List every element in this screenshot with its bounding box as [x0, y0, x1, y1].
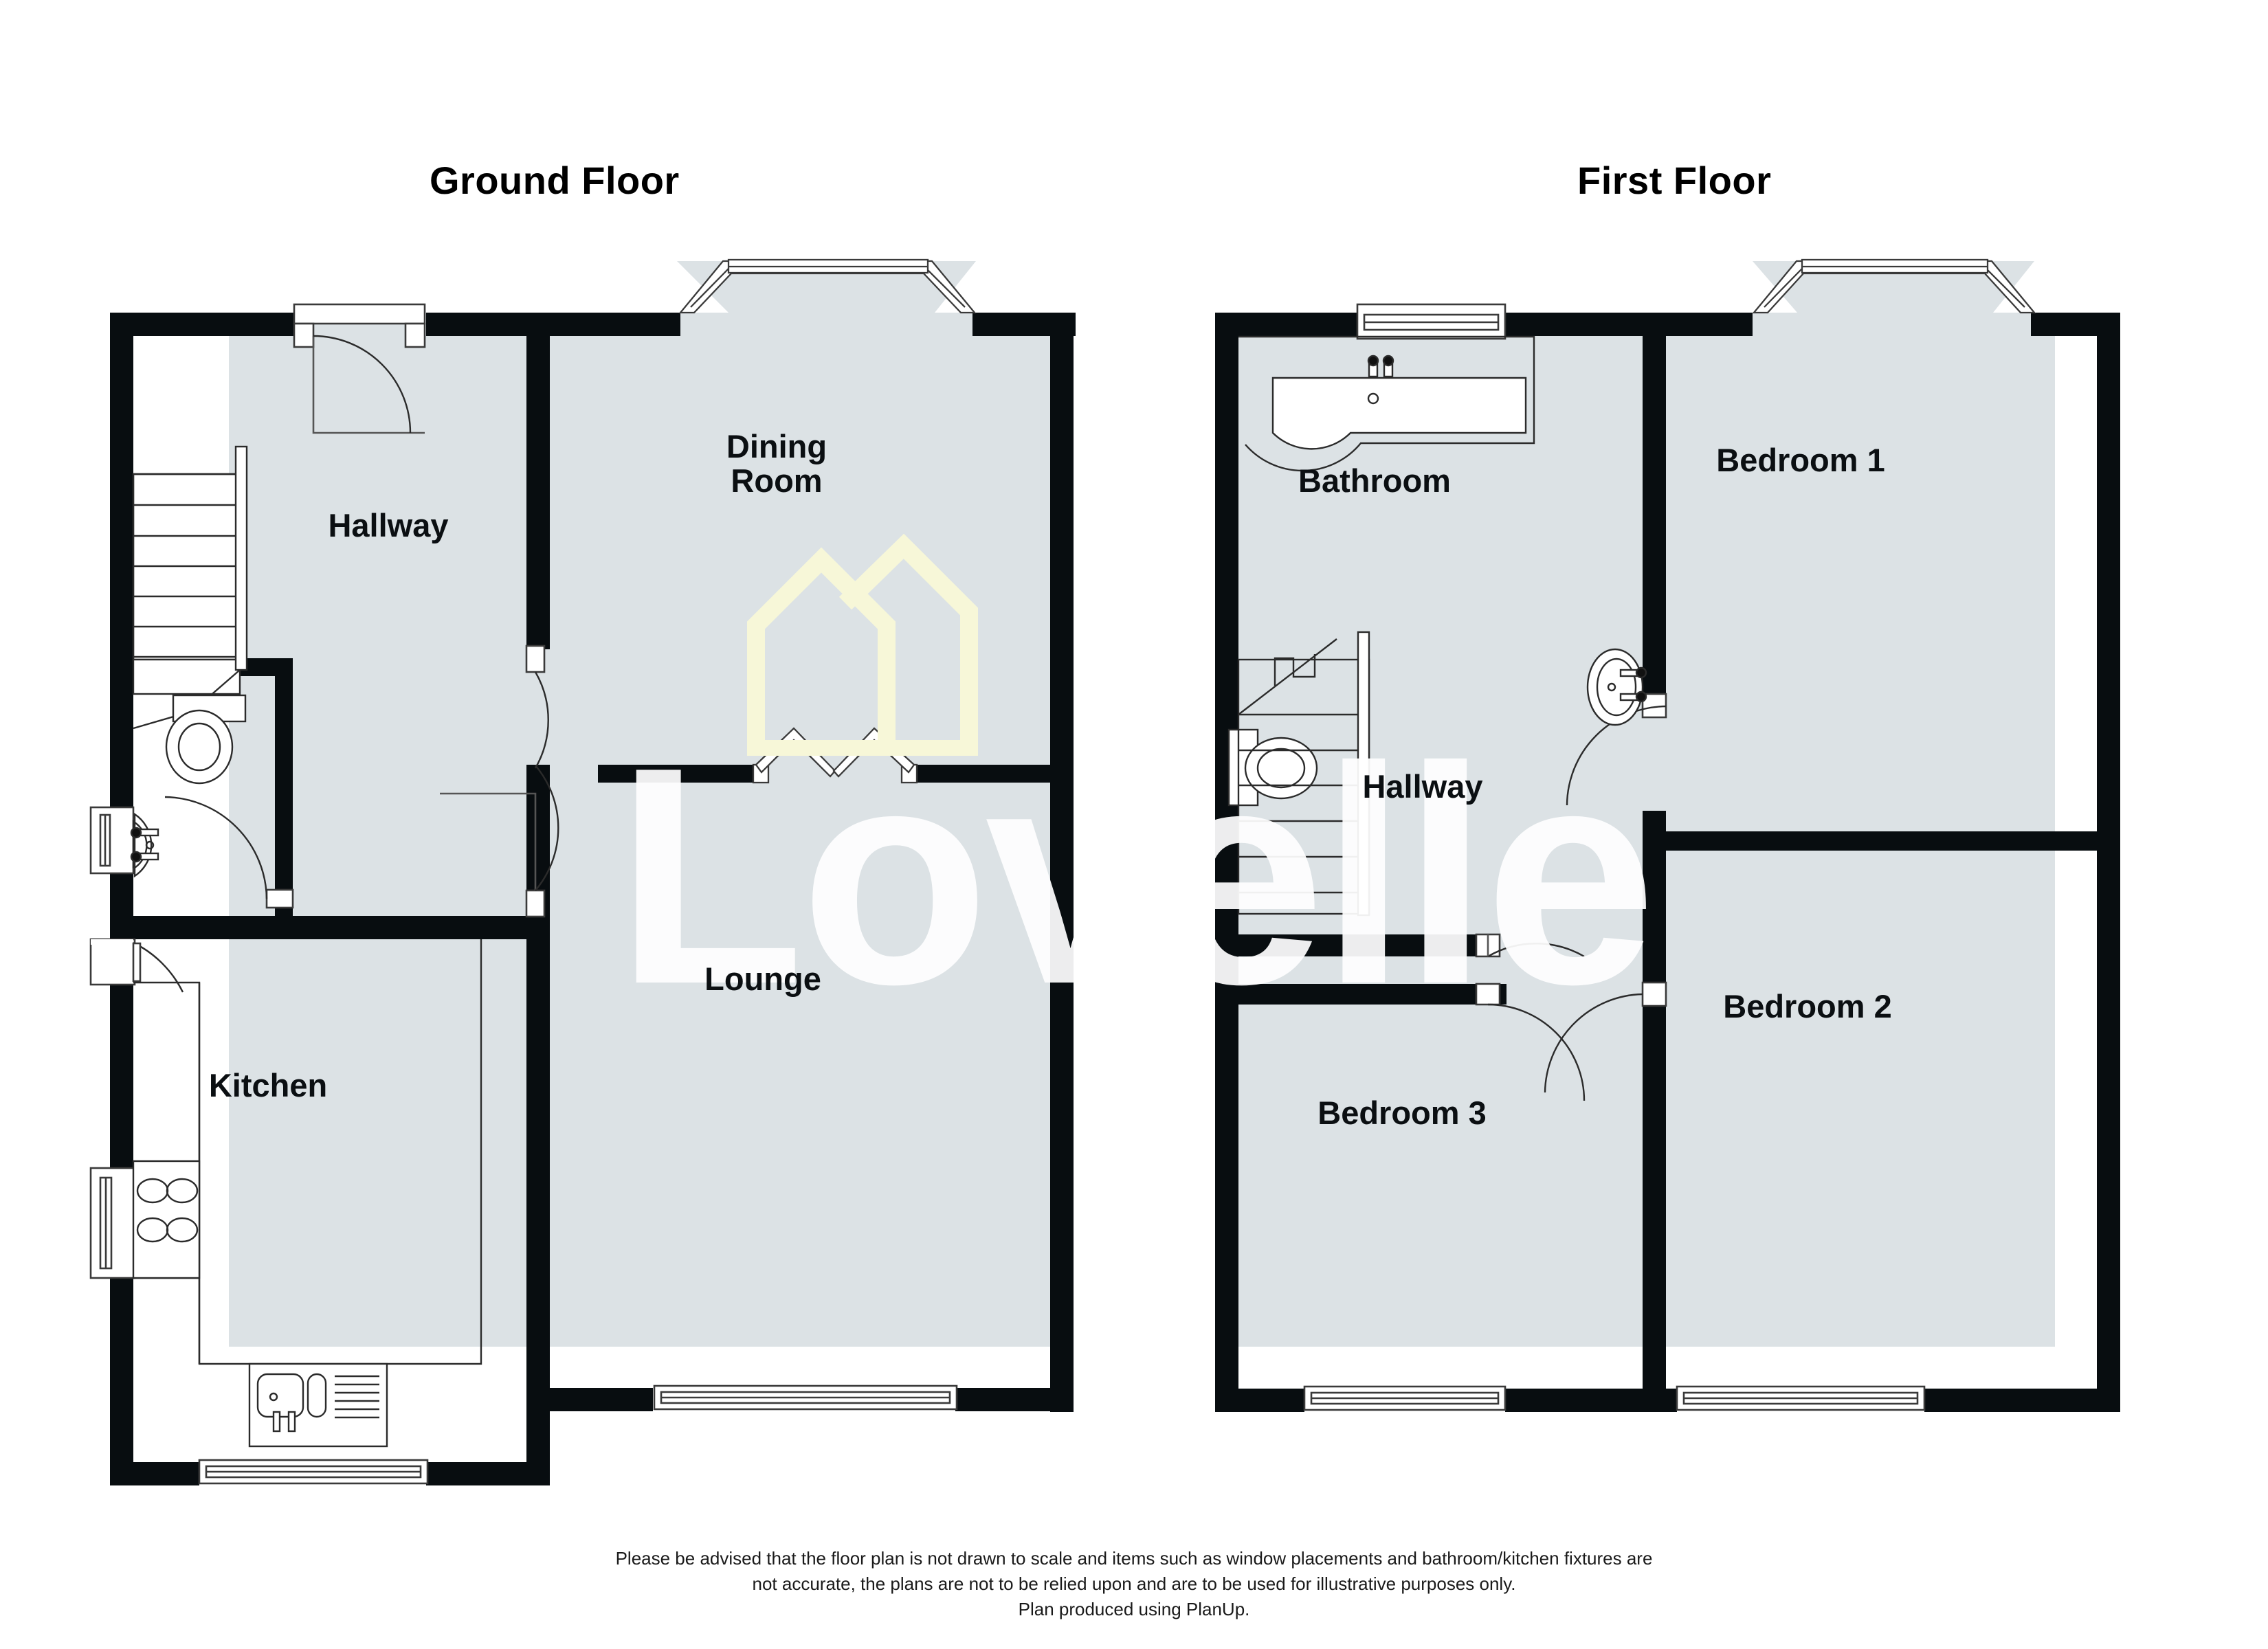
bathroom-basin — [1586, 648, 1647, 726]
room-label-bathroom: Bathroom — [1298, 462, 1451, 499]
staircase-first — [1237, 631, 1370, 917]
room-label-kitchen: Kitchen — [208, 1067, 328, 1103]
bath — [1238, 335, 1535, 472]
kitchen-sink — [248, 1362, 388, 1448]
room-label-bedroom-1: Bedroom 1 — [1716, 442, 1885, 478]
first-outer-walls — [1215, 313, 2120, 1412]
room-label-lounge: Lounge — [704, 961, 821, 997]
ground-openings — [89, 258, 977, 1485]
first-floor-title: First Floor — [1577, 159, 1772, 202]
kitchen-hob — [132, 1160, 201, 1279]
first-floor-group — [1215, 258, 2120, 1412]
room-label-bedroom-2: Bedroom 2 — [1723, 988, 1892, 1024]
room-label-hallway-ground: Hallway — [328, 507, 449, 543]
room-label-dining-line2: Room — [731, 462, 823, 500]
first-fixtures — [1227, 335, 1647, 917]
ground-floor-title: Ground Floor — [430, 159, 680, 202]
first-openings — [1303, 258, 2036, 1411]
disclaimer-footer: Please be advised that the floor plan is… — [0, 1546, 2268, 1622]
disclaimer-line-1: Please be advised that the floor plan is… — [615, 1548, 1653, 1569]
room-label-dining-line1: Dining — [726, 428, 827, 464]
ground-floor-group — [89, 258, 1076, 1485]
disclaimer-line-3: Plan produced using PlanUp. — [1018, 1598, 1250, 1619]
staircase-ground — [132, 445, 248, 730]
bathroom-toilet — [1227, 728, 1318, 807]
disclaimer-line-2: not accurate, the plans are not to be re… — [752, 1573, 1516, 1594]
wc-basin — [130, 812, 159, 878]
room-label-bedroom-3: Bedroom 3 — [1318, 1095, 1487, 1131]
ground-fixtures — [130, 445, 482, 1448]
ground-outer-walls — [110, 313, 1076, 1485]
wc-toilet — [165, 694, 247, 785]
room-label-hallway-first: Hallway — [1362, 768, 1483, 805]
ground-floor-fill — [229, 261, 1072, 1347]
